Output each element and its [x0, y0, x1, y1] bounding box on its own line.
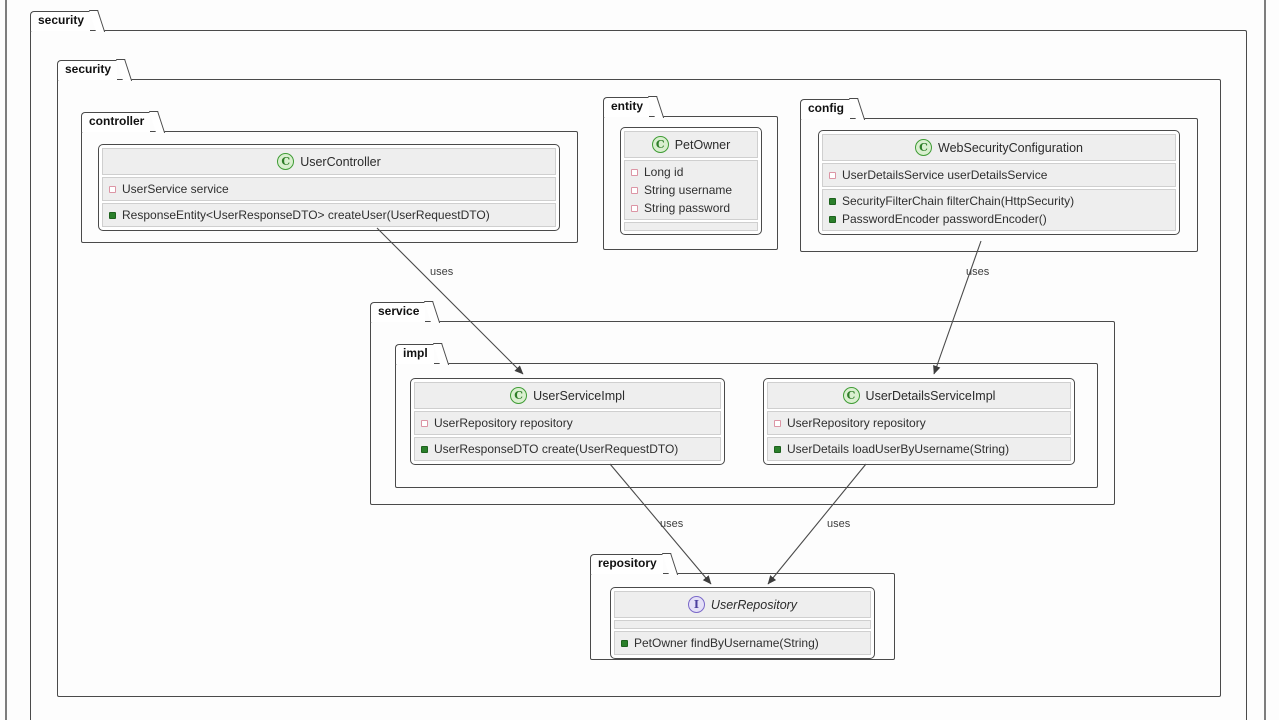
field-icon	[631, 168, 638, 176]
package-body-security-outer	[30, 30, 1247, 720]
class-icon: C	[510, 387, 528, 404]
interface-userrepository-title: I UserRepository	[614, 591, 871, 618]
field-row: UserRepository repository	[415, 414, 720, 432]
method-row: UserDetails loadUserByUsername(String)	[768, 440, 1070, 458]
methods-compartment: SecurityFilterChain filterChain(HttpSecu…	[822, 189, 1176, 231]
outer-frame-left-edge	[5, 0, 7, 720]
package-tab-security-outer[interactable]: security	[30, 11, 91, 31]
interface-userrepository[interactable]: I UserRepository PetOwner findByUsername…	[610, 587, 875, 659]
method-text: PetOwner findByUsername(String)	[634, 636, 819, 650]
package-body-impl	[395, 363, 1098, 488]
edge-label-uses: uses	[827, 518, 851, 530]
fields-compartment-empty	[614, 620, 871, 629]
class-name: UserServiceImpl	[533, 388, 625, 403]
method-icon	[421, 445, 428, 453]
method-icon	[109, 211, 116, 219]
field-row: UserRepository repository	[768, 414, 1070, 432]
package-tab-security-inner[interactable]: security	[57, 60, 118, 80]
method-text: PasswordEncoder passwordEncoder()	[842, 212, 1047, 226]
class-userserviceimpl-title: C UserServiceImpl	[414, 382, 721, 409]
outer-frame-right-edge	[1264, 0, 1266, 720]
class-name: WebSecurityConfiguration	[938, 140, 1083, 155]
class-icon: C	[842, 387, 860, 404]
methods-compartment: ResponseEntity<UserResponseDTO> createUs…	[102, 203, 556, 227]
method-icon	[829, 215, 836, 223]
fields-compartment: UserDetailsService userDetailsService	[822, 163, 1176, 187]
method-icon	[774, 445, 781, 453]
package-tab-impl[interactable]: impl	[395, 344, 434, 364]
interface-name: UserRepository	[710, 597, 798, 612]
field-row: String password	[625, 199, 757, 217]
field-icon	[109, 185, 116, 193]
interface-icon: I	[687, 596, 705, 613]
field-text: UserService service	[122, 182, 229, 196]
field-icon	[421, 419, 428, 427]
field-text: String password	[644, 201, 731, 215]
method-row: PasswordEncoder passwordEncoder()	[823, 210, 1175, 228]
class-userserviceimpl[interactable]: C UserServiceImpl UserRepository reposit…	[410, 378, 725, 465]
method-text: SecurityFilterChain filterChain(HttpSecu…	[842, 194, 1075, 208]
class-userdetailsserviceimpl-title: C UserDetailsServiceImpl	[767, 382, 1071, 409]
field-text: UserRepository repository	[787, 416, 926, 430]
class-websecurityconfiguration-title: C WebSecurityConfiguration	[822, 134, 1176, 161]
class-icon: C	[277, 153, 295, 170]
class-petowner[interactable]: C PetOwner Long id String username Strin…	[620, 127, 762, 235]
method-row: SecurityFilterChain filterChain(HttpSecu…	[823, 192, 1175, 210]
field-row: UserService service	[103, 180, 555, 198]
fields-compartment: UserRepository repository	[767, 411, 1071, 435]
field-row: UserDetailsService userDetailsService	[823, 166, 1175, 184]
method-text: ResponseEntity<UserResponseDTO> createUs…	[122, 208, 490, 222]
class-icon: C	[915, 139, 932, 156]
methods-compartment: UserDetails loadUserByUsername(String)	[767, 437, 1071, 461]
class-icon: C	[651, 136, 669, 153]
class-websecurityconfiguration[interactable]: C WebSecurityConfiguration UserDetailsSe…	[818, 130, 1180, 235]
field-row: String username	[625, 181, 757, 199]
package-body-config	[800, 118, 1198, 252]
edge-label-uses: uses	[660, 518, 684, 530]
package-tab-controller[interactable]: controller	[81, 112, 151, 132]
package-body-repository	[590, 573, 895, 660]
method-icon	[829, 197, 836, 205]
field-icon	[829, 171, 836, 179]
field-text: UserRepository repository	[434, 416, 573, 430]
class-petowner-title: C PetOwner	[624, 131, 758, 158]
edge-label-uses: uses	[430, 266, 454, 278]
field-text: Long id	[644, 165, 684, 179]
package-tab-repository[interactable]: repository	[590, 554, 663, 574]
package-body-entity	[603, 116, 778, 250]
package-body-service	[370, 321, 1115, 505]
field-text: String username	[644, 183, 733, 197]
methods-compartment: UserResponseDTO create(UserRequestDTO)	[414, 437, 721, 461]
field-row: Long id	[625, 163, 757, 181]
package-tab-entity[interactable]: entity	[603, 97, 650, 117]
class-userdetailsserviceimpl[interactable]: C UserDetailsServiceImpl UserRepository …	[763, 378, 1075, 465]
fields-compartment: Long id String username String password	[624, 160, 758, 220]
edge-label-uses: uses	[966, 266, 990, 278]
class-usercontroller-title: C UserController	[102, 148, 556, 175]
package-tab-service[interactable]: service	[370, 302, 426, 322]
method-text: UserResponseDTO create(UserRequestDTO)	[434, 442, 679, 456]
package-body-controller	[81, 131, 578, 243]
method-row: ResponseEntity<UserResponseDTO> createUs…	[103, 206, 555, 224]
package-tab-config[interactable]: config	[800, 99, 850, 119]
method-text: UserDetails loadUserByUsername(String)	[787, 442, 1010, 456]
field-icon	[774, 419, 781, 427]
methods-compartment-empty	[624, 222, 758, 231]
method-icon	[621, 639, 628, 647]
methods-compartment: PetOwner findByUsername(String)	[614, 631, 871, 655]
class-name: PetOwner	[674, 137, 731, 152]
class-name: UserController	[300, 154, 381, 169]
package-body-security-inner	[57, 79, 1221, 697]
field-icon	[631, 204, 638, 212]
method-row: UserResponseDTO create(UserRequestDTO)	[415, 440, 720, 458]
method-row: PetOwner findByUsername(String)	[615, 634, 870, 652]
class-usercontroller[interactable]: C UserController UserService service Res…	[98, 144, 560, 231]
fields-compartment: UserService service	[102, 177, 556, 201]
fields-compartment: UserRepository repository	[414, 411, 721, 435]
field-icon	[631, 186, 638, 194]
field-text: UserDetailsService userDetailsService	[842, 168, 1048, 182]
class-name: UserDetailsServiceImpl	[865, 388, 996, 403]
